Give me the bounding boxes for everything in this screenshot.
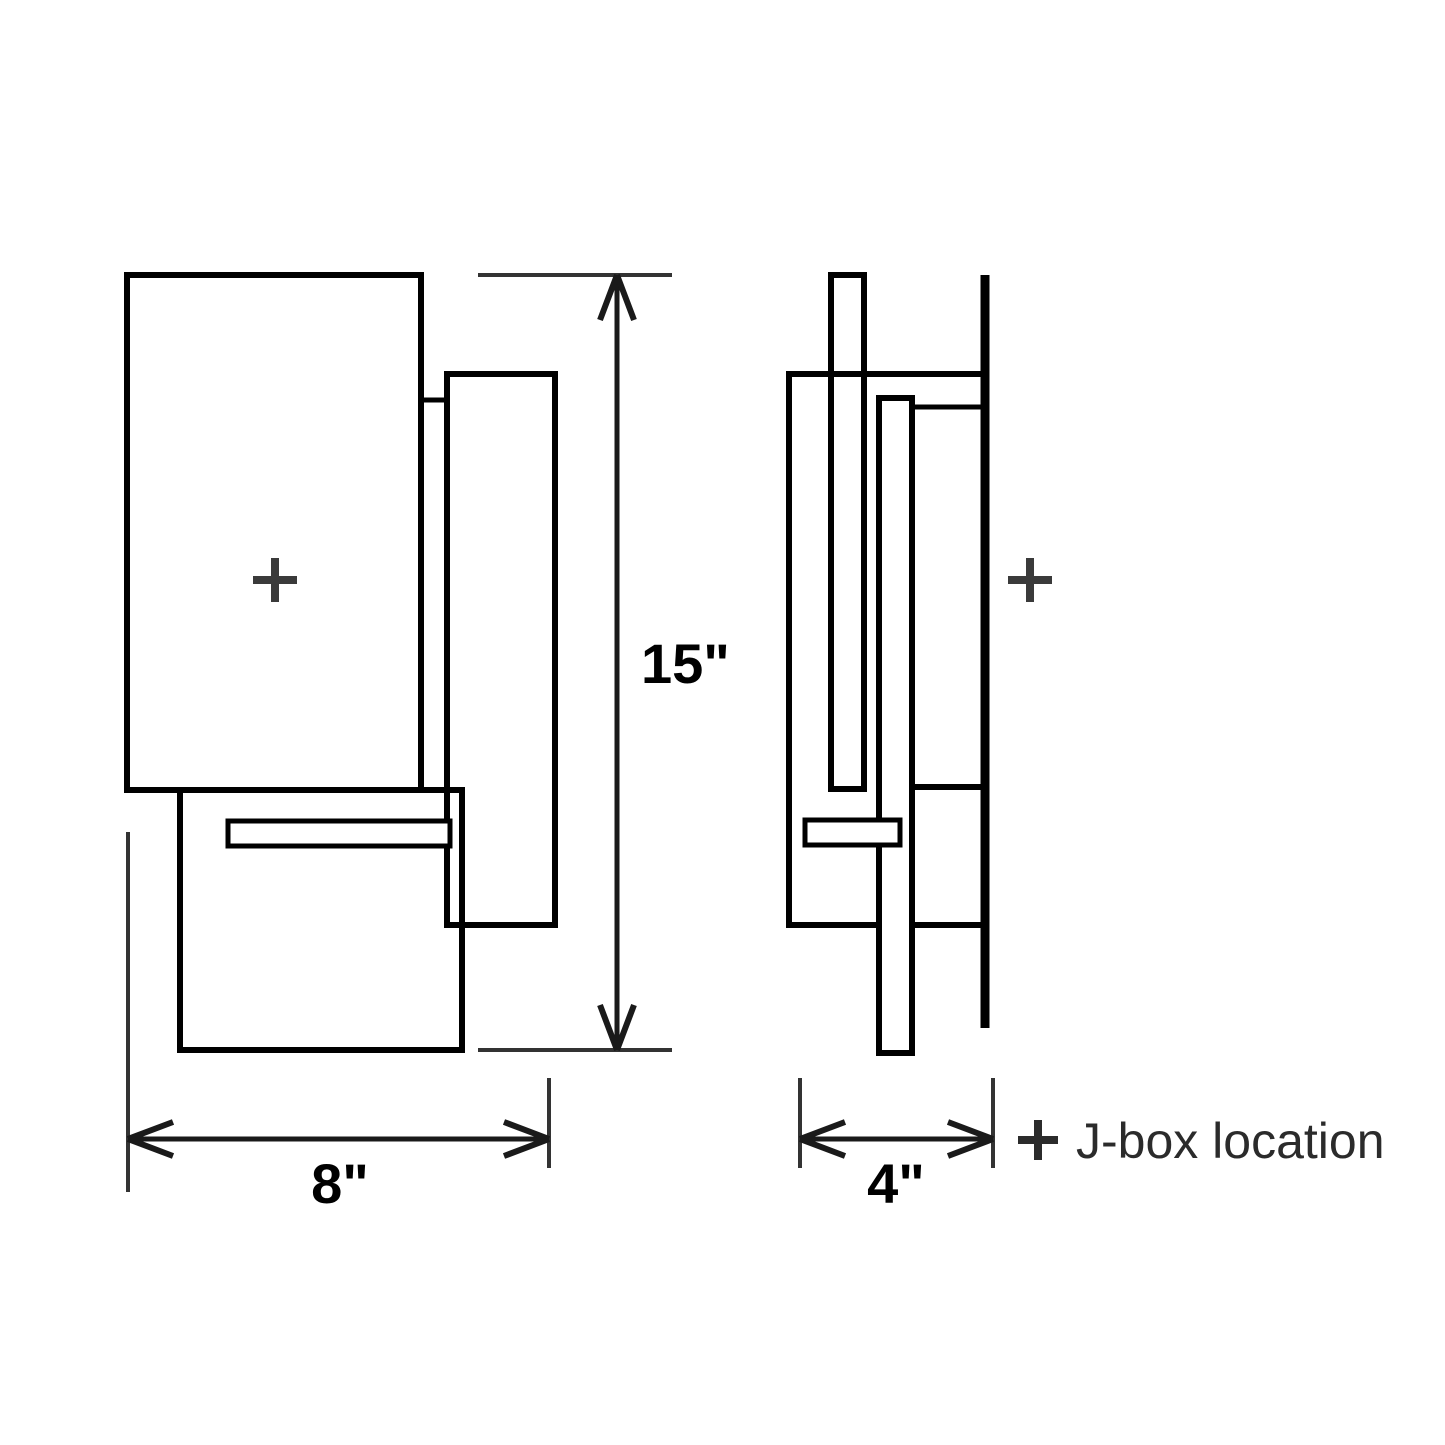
dim-width-label: 8" xyxy=(311,1152,369,1215)
front-view-dimensions: 15" 8" xyxy=(126,273,730,1215)
dim-width-arrow-left xyxy=(126,1119,175,1159)
dim-height-arrow-bottom xyxy=(597,1003,637,1052)
jbox-legend: J-box location xyxy=(1018,1113,1385,1169)
side-view-dimensions: 4" xyxy=(798,1078,995,1215)
front-upper-body-outline xyxy=(124,272,424,793)
side-front-fin xyxy=(876,395,915,1056)
side-upper-fin xyxy=(828,272,867,792)
front-side-panel-outline xyxy=(444,371,558,928)
plus-crosshair-icon xyxy=(1008,558,1052,602)
dim-height-arrow-top xyxy=(597,273,637,322)
front-lower-body-outline xyxy=(177,787,465,1053)
legend-label: J-box location xyxy=(1076,1113,1385,1169)
side-slot-bar xyxy=(802,817,903,848)
legend-plus-icon xyxy=(1018,1120,1058,1160)
side-view xyxy=(786,272,1052,1056)
dim-width-arrow-right xyxy=(502,1119,551,1159)
dim-depth-arrow-left xyxy=(798,1119,847,1159)
plus-crosshair-icon xyxy=(253,558,297,602)
dim-depth-label: 4" xyxy=(867,1152,925,1215)
front-slot-bar xyxy=(225,818,453,849)
dim-height-label: 15" xyxy=(641,632,730,695)
front-view xyxy=(124,272,558,1053)
dim-depth-arrow-right xyxy=(946,1119,995,1159)
